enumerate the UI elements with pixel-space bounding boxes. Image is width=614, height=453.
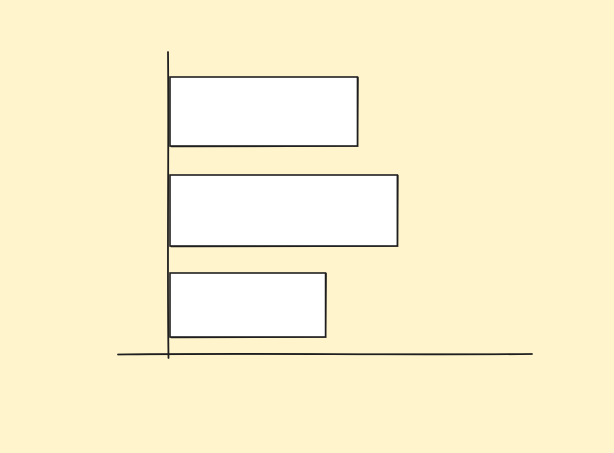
bar-2-sketch-edge bbox=[170, 175, 399, 248]
bar-2 bbox=[169, 174, 399, 247]
bar-3-sketch-edge bbox=[170, 273, 327, 339]
x-axis-line bbox=[117, 352, 533, 356]
y-axis-line bbox=[167, 51, 170, 359]
bar-1 bbox=[169, 76, 359, 147]
bar-3 bbox=[169, 272, 327, 338]
bar-1-sketch-edge bbox=[170, 77, 359, 148]
axes-layer bbox=[117, 51, 533, 359]
bars-layer bbox=[169, 76, 399, 339]
